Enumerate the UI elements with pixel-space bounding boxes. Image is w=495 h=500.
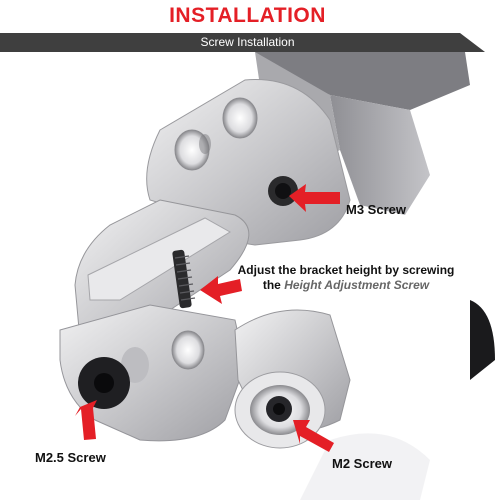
m25-screw-label: M2.5 Screw <box>35 450 106 465</box>
height-adjust-line1: Adjust the bracket height by screwing <box>237 263 455 277</box>
height-adjustment-screw <box>172 249 196 309</box>
base-surface <box>300 433 430 500</box>
subtitle-banner <box>0 33 485 52</box>
arrow-adjust <box>200 276 242 304</box>
arrows <box>75 184 340 452</box>
m3-screw-head <box>268 176 298 206</box>
height-adjust-emphasis: Height Adjustment Screw <box>284 278 430 292</box>
height-adjust-line2: the Height Adjustment Screw <box>196 278 495 293</box>
arrow-m2 <box>293 420 334 452</box>
right-shadow <box>470 300 495 380</box>
m25-screw-head <box>78 357 130 409</box>
subtitle-label: Screw Installation <box>200 35 295 49</box>
bracket-photo <box>59 52 495 500</box>
page-title: INSTALLATION <box>169 4 326 27</box>
height-adjust-prefix: the <box>262 278 281 292</box>
cylinder-clamp <box>234 309 351 449</box>
m3-screw-label: M3 Screw <box>346 202 406 217</box>
m2-screw-label: M2 Screw <box>332 456 392 471</box>
height-adjust-caption: Adjust the bracket height by screwing th… <box>196 263 495 293</box>
m2-screw-head <box>266 396 292 422</box>
arrow-m3 <box>289 184 340 212</box>
arrow-m25 <box>75 400 97 440</box>
